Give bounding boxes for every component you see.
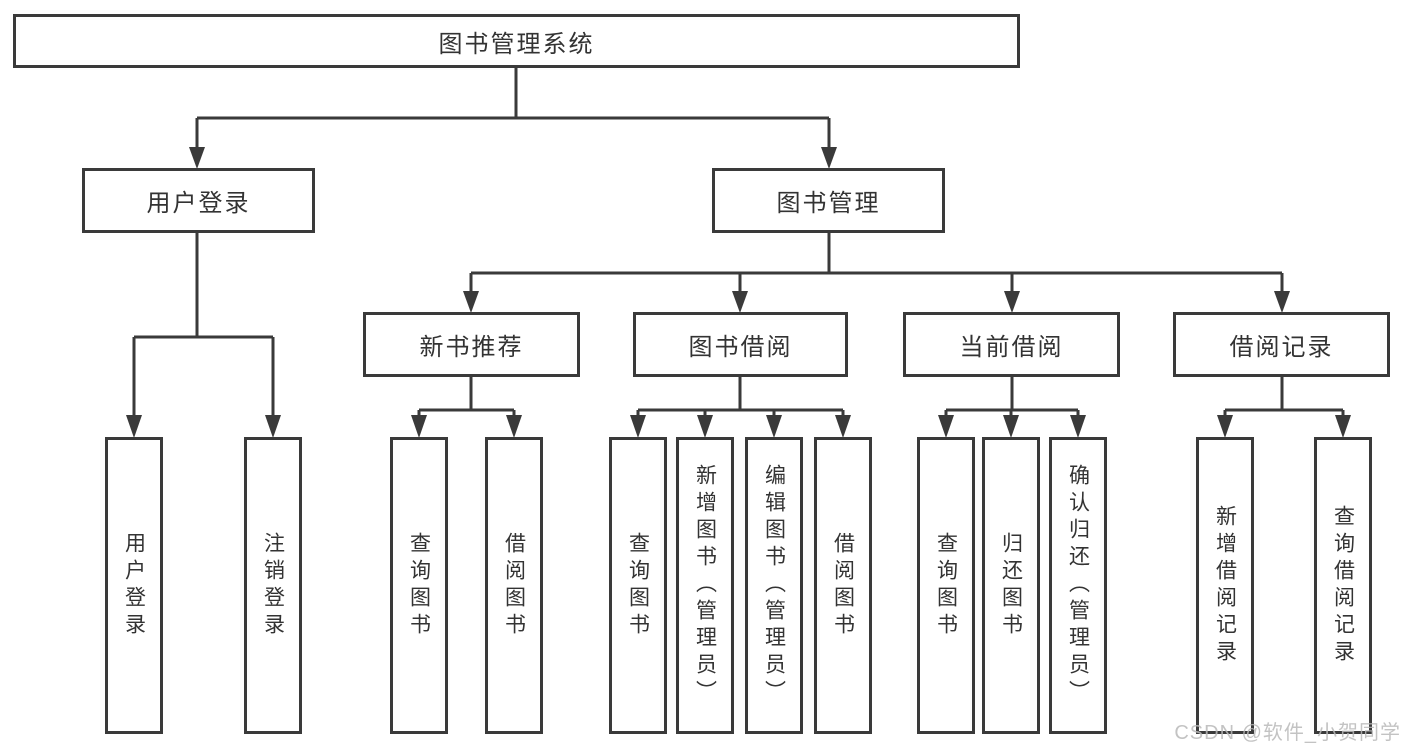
- leaf-logout: 注销登录: [244, 437, 302, 734]
- leaf-label: 新增借阅记录: [1213, 504, 1237, 667]
- leaf-label: 查询借阅记录: [1331, 504, 1355, 667]
- leaf-label: 用户登录: [122, 531, 146, 640]
- leaf-query-books-borrow: 查询图书: [609, 437, 667, 734]
- leaf-add-book-admin: 新增图书（管理员）: [676, 437, 734, 734]
- node-borrow-records: 借阅记录: [1173, 312, 1390, 377]
- leaf-return-book: 归还图书: [982, 437, 1040, 734]
- leaf-label: 借阅图书: [502, 531, 526, 640]
- node-library-management-system: 图书管理系统: [13, 14, 1020, 68]
- leaf-borrow-books: 借阅图书: [814, 437, 872, 734]
- leaf-label: 注销登录: [261, 531, 285, 640]
- leaf-borrow-books-recommend: 借阅图书: [485, 437, 543, 734]
- leaf-label: 查询图书: [626, 531, 650, 640]
- csdn-watermark: CSDN @软件_小贺同学: [1174, 722, 1401, 744]
- leaf-query-borrow-record: 查询借阅记录: [1314, 437, 1372, 734]
- leaf-add-borrow-record: 新增借阅记录: [1196, 437, 1254, 734]
- leaf-label: 确认归还（管理员）: [1066, 464, 1090, 707]
- leaf-label: 借阅图书: [831, 531, 855, 640]
- leaf-confirm-return-admin: 确认归还（管理员）: [1049, 437, 1107, 734]
- leaf-label: 查询图书: [407, 531, 431, 640]
- leaf-label: 归还图书: [999, 531, 1023, 640]
- leaf-query-books-current: 查询图书: [917, 437, 975, 734]
- node-new-book-recommend: 新书推荐: [363, 312, 580, 377]
- node-book-management: 图书管理: [712, 168, 945, 233]
- node-current-borrow: 当前借阅: [903, 312, 1120, 377]
- node-book-borrow: 图书借阅: [633, 312, 848, 377]
- leaf-user-login: 用户登录: [105, 437, 163, 734]
- leaf-edit-book-admin: 编辑图书（管理员）: [745, 437, 803, 734]
- leaf-label: 编辑图书（管理员）: [762, 464, 786, 707]
- node-user-login: 用户登录: [82, 168, 315, 233]
- leaf-label: 新增图书（管理员）: [693, 464, 717, 707]
- leaf-label: 查询图书: [934, 531, 958, 640]
- leaf-query-books-recommend: 查询图书: [390, 437, 448, 734]
